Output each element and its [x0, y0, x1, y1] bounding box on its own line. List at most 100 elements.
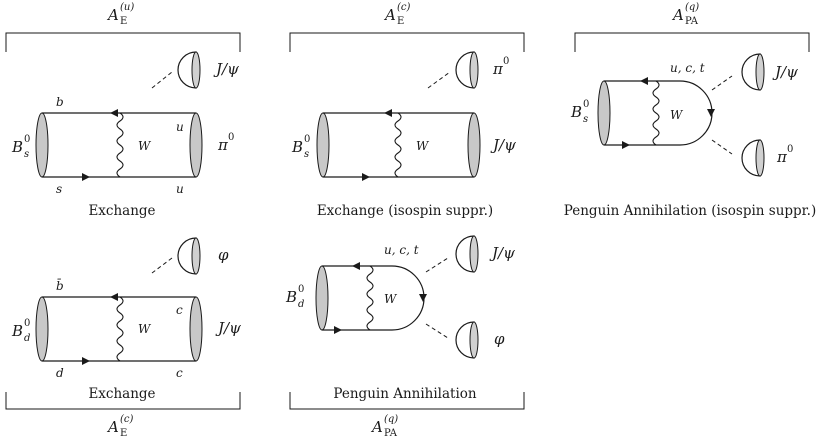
w-boson-line	[366, 265, 374, 331]
outgoing-meson-right: J/ψ	[490, 136, 516, 154]
amplitude-symbol: A	[106, 6, 119, 24]
meson-label: B	[291, 138, 303, 156]
final-meson-blob	[189, 296, 203, 362]
outgoing-meson-upper-sup: 0	[503, 56, 509, 67]
amplitude-superscript: (q)	[384, 414, 398, 425]
meson-cup-cap	[469, 321, 479, 359]
meson-cup-cap	[469, 235, 479, 273]
quark-label-right-top: u	[176, 120, 184, 134]
diagram-exchange-isospin: B s 0 W π 0 J/ψ Exchange (isospin suppr.…	[291, 51, 516, 219]
arrow-right-icon	[82, 173, 90, 181]
diagram-caption: Penguin Annihilation (isospin suppr.)	[564, 203, 816, 219]
diagram-penguin-isospin: B s 0 u, c, t W J/ψ π 0 Penguin Annihila…	[564, 53, 816, 219]
arrow-left-icon	[110, 109, 118, 117]
boson-label: W	[416, 139, 430, 153]
bracket-top-middle	[289, 32, 525, 52]
amplitude-superscript: (c)	[120, 414, 134, 425]
quark-label-bottom: s	[56, 182, 62, 196]
amplitude-subscript: E	[397, 16, 404, 27]
meson-superscript: 0	[24, 134, 30, 145]
arrow-right-icon	[622, 141, 630, 149]
meson-label: B	[11, 322, 23, 340]
amplitude-symbol: A	[370, 418, 383, 436]
dashed-emission-upper	[711, 75, 733, 91]
meson-cup	[455, 51, 475, 89]
diagram-caption: Penguin Annihilation	[333, 386, 477, 402]
dashed-emission-upper	[425, 257, 449, 273]
amplitude-subscript: PA	[685, 16, 699, 27]
dashed-emission	[427, 71, 451, 89]
bracket-top-left	[5, 32, 241, 52]
initial-meson-blob	[597, 80, 611, 146]
meson-cup	[177, 51, 197, 89]
dashed-emission-lower	[425, 323, 449, 339]
meson-superscript: 0	[298, 284, 304, 295]
amplitude-superscript: (c)	[397, 2, 411, 13]
outgoing-meson-right: π	[217, 136, 229, 154]
meson-cup-upper	[741, 53, 761, 91]
meson-label: B	[285, 288, 297, 306]
loop-quark-label: u, c, t	[670, 61, 705, 75]
quark-label-bottom: d	[56, 366, 64, 380]
bracket-top-right	[574, 32, 810, 52]
quark-label-right-bottom: u	[176, 182, 184, 196]
loop-quark-label: u, c, t	[384, 243, 419, 257]
amplitude-symbol: A	[383, 6, 396, 24]
header-top-right: A PA (q)	[671, 2, 699, 27]
quark-label-top: b̄	[56, 277, 64, 293]
meson-cup-cap	[191, 237, 201, 275]
quark-label-right-top: c	[176, 303, 183, 317]
initial-meson-blob	[315, 265, 329, 331]
w-boson-line	[116, 296, 124, 362]
quark-loop	[322, 265, 425, 331]
diagram-caption: Exchange	[88, 203, 155, 219]
w-boson-line	[116, 112, 124, 178]
dashed-emission	[151, 71, 173, 89]
outgoing-meson-upper: J/ψ	[213, 60, 239, 78]
amplitude-symbol: A	[671, 6, 684, 24]
initial-meson-blob	[35, 296, 49, 362]
footer-bottom-left: A E (c)	[106, 414, 134, 439]
meson-cup-upper	[455, 235, 475, 273]
arrow-left-icon	[384, 109, 392, 117]
arrow-right-icon	[362, 173, 370, 181]
amplitude-subscript: E	[120, 428, 127, 439]
footer-bottom-middle: A PA (q)	[370, 414, 398, 439]
arrow-up-icon	[707, 109, 715, 117]
boson-label: W	[138, 139, 152, 153]
outgoing-meson-upper: φ	[218, 246, 229, 264]
amplitude-subscript: E	[120, 16, 127, 27]
w-boson-line	[394, 112, 402, 178]
boson-label: W	[670, 108, 684, 122]
final-meson-blob	[189, 112, 203, 178]
meson-subscript: d	[24, 333, 30, 344]
header-top-middle: A E (c)	[383, 2, 411, 27]
boson-label: W	[138, 322, 152, 336]
diagram-penguin-bd: B d 0 u, c, t W J/ψ φ Penguin Annihilati…	[285, 235, 515, 402]
boson-label: W	[384, 292, 398, 306]
meson-subscript: s	[583, 114, 588, 125]
w-boson-line	[652, 80, 660, 146]
outgoing-meson-lower-sup: 0	[787, 144, 793, 155]
arrow-up-icon	[419, 294, 427, 302]
bracket-bottom-middle	[289, 392, 525, 410]
outgoing-meson-upper: J/ψ	[489, 244, 515, 262]
dashed-emission	[151, 257, 173, 274]
arrow-left-icon	[640, 77, 648, 85]
outgoing-meson-lower: φ	[494, 330, 505, 348]
meson-subscript: s	[304, 149, 309, 160]
amplitude-symbol: A	[106, 418, 119, 436]
initial-meson-blob	[35, 112, 49, 178]
meson-superscript: 0	[304, 134, 310, 145]
diagram-caption: Exchange (isospin suppr.)	[317, 203, 493, 219]
amplitude-subscript: PA	[384, 428, 398, 439]
outgoing-meson-lower: π	[776, 148, 788, 166]
meson-cup-cap	[755, 139, 765, 177]
initial-meson-blob	[316, 112, 330, 178]
meson-cup-lower	[455, 321, 475, 359]
amplitude-superscript: (q)	[685, 2, 699, 13]
outgoing-meson-upper: π	[492, 60, 504, 78]
diagram-caption: Exchange	[88, 386, 155, 402]
diagram-exchange-bs: B s 0 b s u u W J/ψ π 0 Exchange	[11, 51, 239, 219]
header-top-left: A E (u)	[106, 2, 134, 27]
